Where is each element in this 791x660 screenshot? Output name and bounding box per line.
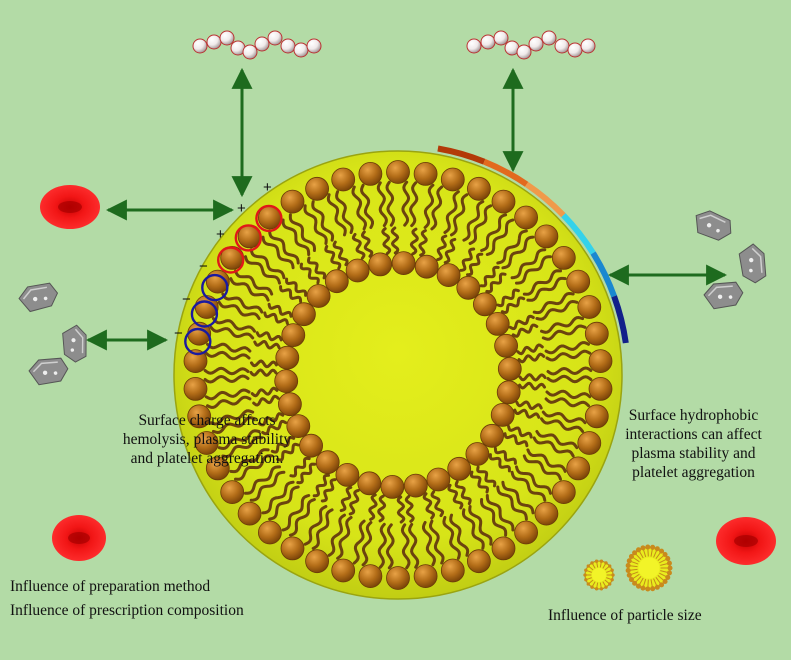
hydrophobic-surface-arc bbox=[437, 145, 629, 344]
platelet-icon bbox=[18, 282, 59, 313]
liposome bbox=[173, 150, 623, 600]
platelet-icon bbox=[738, 243, 767, 284]
prescription-composition-label: Influence of prescription composition bbox=[10, 602, 244, 619]
surface-charge-caption: Surface charge affects hemolysis, plasma… bbox=[122, 412, 292, 467]
positive-charge-sign: + bbox=[216, 226, 225, 243]
lipid-tails bbox=[203, 180, 593, 570]
red-blood-cell-icon bbox=[52, 515, 106, 561]
negative-charge-sign: − bbox=[174, 325, 183, 342]
red-blood-cell-icon bbox=[716, 517, 776, 565]
particle-size-label: Influence of particle size bbox=[548, 607, 702, 624]
positive-charge-sign: + bbox=[263, 179, 272, 196]
negative-charge-sign: − bbox=[182, 291, 191, 308]
hydrophobic-caption: Surface hydrophobic interactions can aff… bbox=[625, 407, 762, 481]
liposome-icon bbox=[583, 544, 673, 592]
protein-chain-icon bbox=[192, 30, 322, 60]
negative-charge-sign: − bbox=[199, 258, 208, 275]
protein-chain-icon bbox=[466, 30, 596, 60]
preparation-method-label: Influence of preparation method bbox=[10, 578, 211, 595]
lipid-heads bbox=[183, 160, 613, 590]
interaction-arrows bbox=[85, 67, 728, 351]
charge-rings bbox=[184, 204, 283, 356]
platelet-icon bbox=[695, 210, 732, 241]
platelet-icon bbox=[62, 324, 87, 363]
platelet-icon bbox=[28, 357, 69, 386]
red-blood-cell-icon bbox=[40, 185, 100, 229]
platelet-icon bbox=[703, 281, 744, 310]
positive-charge-sign: + bbox=[237, 200, 246, 217]
